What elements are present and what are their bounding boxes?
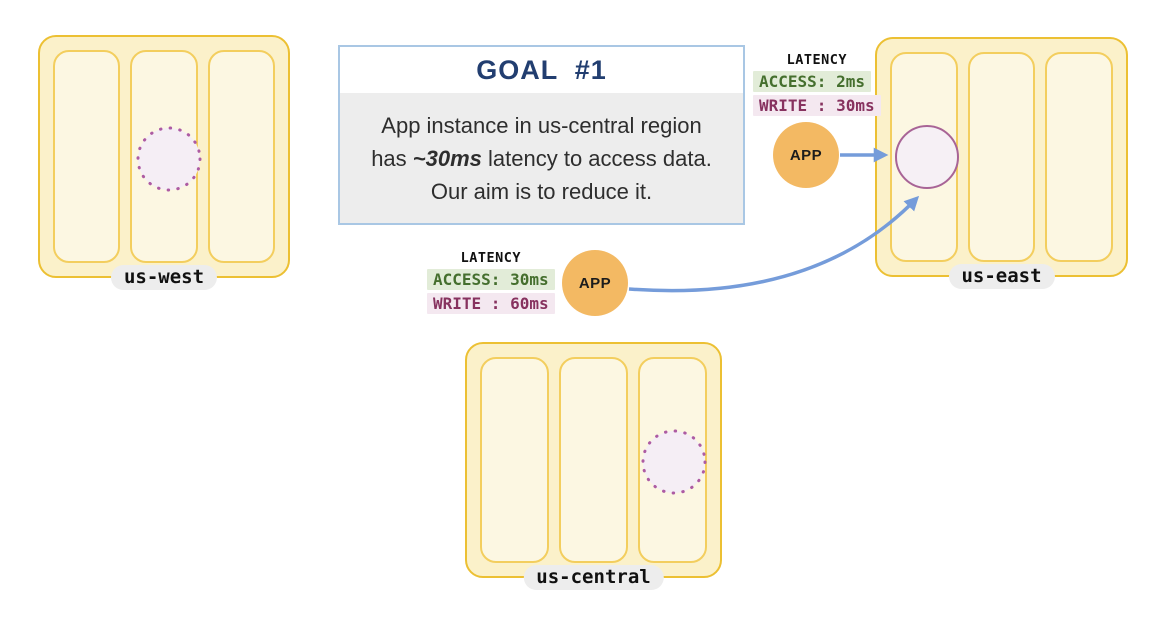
goal-text-line3: Our aim is to reduce it. [430, 178, 653, 204]
access-latency-badge: ACCESS: 30ms [427, 269, 555, 290]
region-us-east: us-east [875, 37, 1128, 289]
goal-card-header: GOAL #1 [340, 47, 743, 93]
goal-card-body: App instance in us-central region has ~3… [340, 93, 743, 223]
app-instance-east: APP [773, 122, 839, 188]
goal-text-line2-suffix: latency to access data. [481, 145, 712, 171]
latency-block-central: LATENCY ACCESS: 30ms WRITE : 60ms [427, 250, 555, 317]
region-us-west: us-west [38, 35, 290, 290]
data-store-circle [895, 125, 959, 189]
dotted-placeholder-circle [136, 126, 202, 192]
region-label-us-east: us-east [948, 264, 1055, 289]
availability-zone [53, 50, 121, 263]
goal-text-latency-emphasis: ~30ms [412, 145, 482, 171]
availability-zone [480, 357, 549, 563]
goal-text-line2: has ~30ms latency to access data. [340, 142, 743, 175]
availability-zone [967, 52, 1036, 262]
latency-title: LATENCY [786, 52, 847, 68]
goal-text-line1: App instance in us-central region [381, 112, 702, 138]
goal-card: GOAL #1 App instance in us-central regio… [338, 45, 745, 225]
availability-zone [207, 50, 275, 263]
latency-title: LATENCY [460, 250, 521, 266]
app-label: APP [578, 274, 612, 292]
availability-zone [1045, 52, 1114, 262]
goal-text-line2-prefix: has [371, 145, 413, 171]
dotted-placeholder-circle [641, 429, 707, 495]
availability-zone [559, 357, 628, 563]
write-latency-badge: WRITE : 60ms [427, 293, 555, 314]
region-label-us-central: us-central [523, 565, 664, 590]
app-label: APP [789, 146, 823, 164]
goal-title: GOAL #1 [476, 54, 607, 85]
region-us-central: us-central [465, 342, 722, 590]
access-latency-badge: ACCESS: 2ms [753, 71, 871, 92]
app-instance-central: APP [562, 250, 628, 316]
write-latency-badge: WRITE : 30ms [753, 95, 881, 116]
latency-block-east: LATENCY ACCESS: 2ms WRITE : 30ms [753, 52, 881, 119]
region-label-us-west: us-west [110, 265, 218, 290]
